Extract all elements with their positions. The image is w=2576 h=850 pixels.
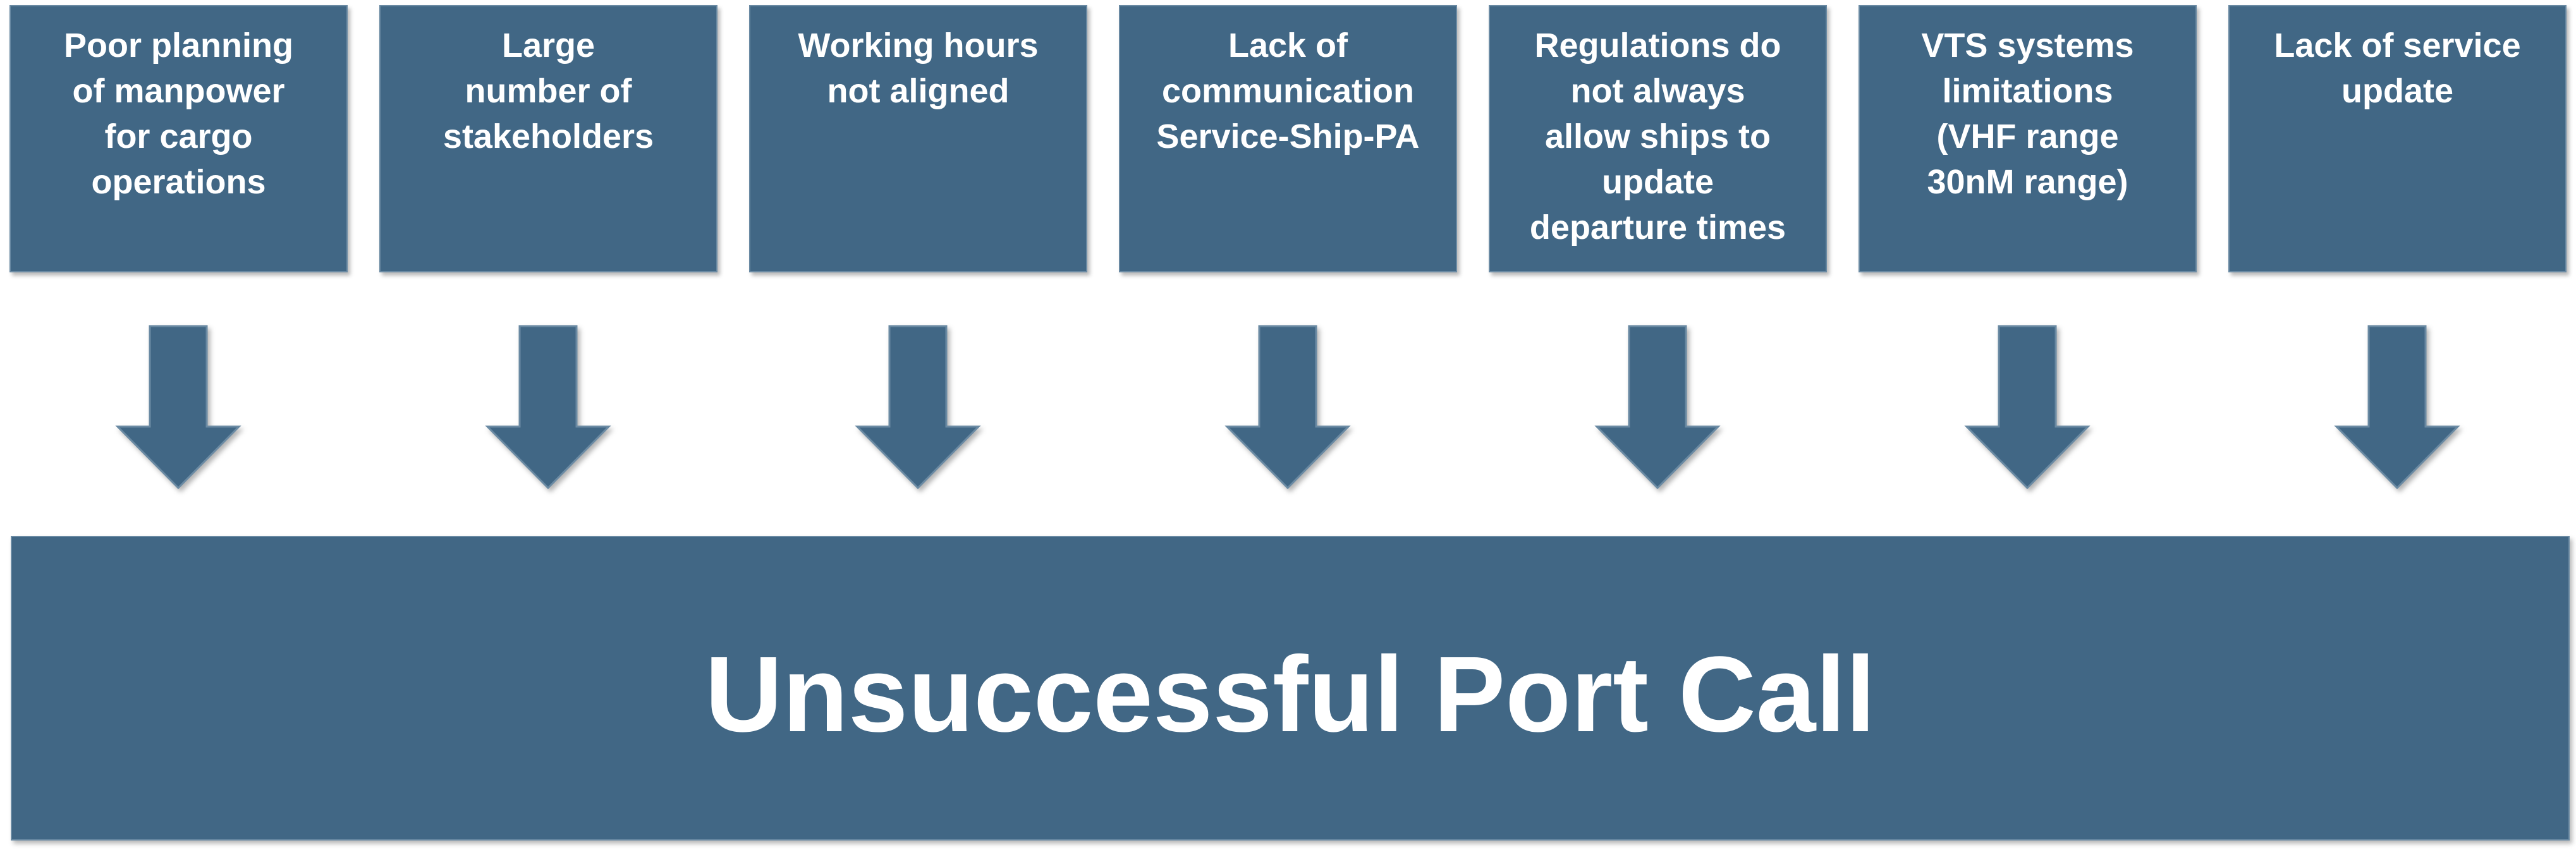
- cause-box-stakeholders: Large number of stakeholders: [379, 5, 717, 272]
- down-arrow-icon: [485, 325, 611, 490]
- effect-box: Unsuccessful Port Call: [11, 536, 2570, 841]
- down-arrow-icon: [1224, 325, 1351, 490]
- cause-box-working-hours: Working hours not aligned: [749, 5, 1087, 272]
- cause-label: Lack of service update: [2274, 27, 2521, 110]
- cause-box-manpower-planning: Poor planning of manpower for cargo oper…: [9, 5, 348, 272]
- cause-label: Regulations do not always allow ships to…: [1529, 27, 1786, 246]
- cause-label: Large number of stakeholders: [443, 27, 654, 155]
- down-arrow-icon: [115, 325, 241, 490]
- effect-title: Unsuccessful Port Call: [705, 634, 1876, 755]
- cause-label: VTS systems limitations (VHF range 30nM …: [1921, 27, 2134, 201]
- down-arrow-icon: [1594, 325, 1721, 490]
- cause-box-vts-limitations: VTS systems limitations (VHF range 30nM …: [1859, 5, 2197, 272]
- cause-box-communication: Lack of communication Service-Ship-PA: [1119, 5, 1457, 272]
- cause-label: Poor planning of manpower for cargo oper…: [64, 27, 293, 201]
- cause-box-regulations: Regulations do not always allow ships to…: [1489, 5, 1827, 272]
- down-arrow-icon: [2334, 325, 2460, 490]
- cause-label: Working hours not aligned: [798, 27, 1039, 110]
- cause-box-service-update: Lack of service update: [2228, 5, 2567, 272]
- down-arrow-icon: [855, 325, 981, 490]
- cause-label: Lack of communication Service-Ship-PA: [1156, 27, 1420, 155]
- down-arrow-icon: [1964, 325, 2091, 490]
